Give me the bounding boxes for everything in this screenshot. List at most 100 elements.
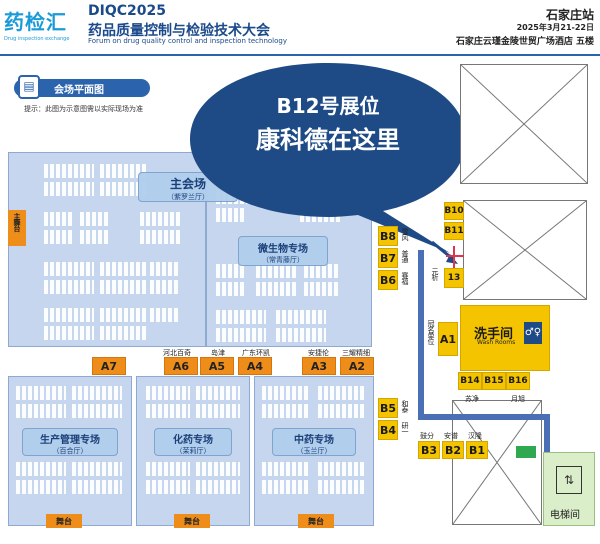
event-name-cn: 药品质量控制与检验技术大会 [88,23,270,39]
event-code: DIQC2025 [88,3,166,19]
seat-block [318,404,366,418]
seat-block [16,386,66,400]
restroom-icon: ♂♀ [524,322,542,344]
seat-block [216,264,246,278]
exhibitor-b3: 鼓分 [420,432,434,440]
exhibitor-a3: 安捷伦 [308,349,329,357]
location-marker [431,240,464,268]
hall-tcm-label: 中药专场 （玉兰厅） [272,428,356,456]
seat-block [100,164,148,178]
walkway-route [544,414,550,454]
seat-block [44,212,74,226]
header-divider [0,54,600,56]
event-date: 2025年3月21-22日 [516,23,594,32]
hall-name: 主会场 [169,177,206,191]
callout-line-2: 康科德在这里 [256,126,400,154]
hall-sub: （百合厅） [52,447,88,455]
exhibitor-b2: 安谱 [444,432,458,440]
logo-sub: Drug inspection exchange [4,36,70,42]
exhibitor-a4: 广东环凯 [242,349,270,357]
booth-b5: B5 [378,398,398,418]
seat-block [100,280,148,294]
seat-block [150,280,180,294]
exhibitor-b8: 雪风 [401,228,409,240]
seat-block [140,230,180,244]
seat-block [196,480,240,494]
seat-block [44,164,94,178]
room-cross [460,64,588,184]
seat-block [304,264,340,278]
seat-block [196,462,240,476]
booth-b10: B10 [444,202,464,220]
seat-block [318,386,366,400]
seat-block [318,480,366,494]
storage-room-mid [463,200,587,300]
hall-name: 微生物专场 [258,244,308,255]
seat-block [44,182,94,196]
booth-b16: B16 [506,372,530,390]
seat-block [196,404,240,418]
seat-block [146,404,190,418]
exhibitor-b7: 普通 [401,250,409,262]
seat-block [100,308,148,322]
seat-block [216,208,246,222]
booth-b4: B4 [378,420,398,440]
seat-block [262,404,310,418]
booth-b14: B14 [458,372,482,390]
plan-hint: 提示：此图为示意图需以实际现场为准 [24,105,143,113]
seat-block [100,326,148,340]
seat-block [150,262,180,276]
seat-block [72,386,122,400]
seat-block [44,262,94,276]
exhibitor-a2: 三耀精细 [342,349,370,357]
booth-b15: B15 [482,372,506,390]
plan-icon: ▤ [18,75,40,99]
seat-block [80,212,110,226]
seat-block [100,262,148,276]
plan-title-bar [14,79,150,97]
hall-sub: （玉兰厅） [296,447,332,455]
elevator-label: 电梯间 [550,510,580,521]
logo-main: 药检汇 [4,10,67,34]
stage-production: 舞台 [46,514,82,528]
seat-block [16,462,66,476]
washroom-label: 洗手间 [474,327,514,342]
booth-b13: 13 [444,268,464,288]
seat-block [80,230,110,244]
seat-block [216,310,266,324]
booth-b7: B7 [378,248,398,268]
exhibitor-b4: 研一 [401,422,409,434]
main-stage-label: 主舞台 [13,213,21,231]
stage-chemical: 舞台 [174,514,210,528]
hall-divider [205,152,207,347]
seat-block [318,462,366,476]
booth-b2: B2 [442,441,464,459]
seat-block [150,308,180,322]
stage-tcm: 舞台 [298,514,334,528]
hall-sub: （常青藤厅） [262,256,304,264]
seat-block [72,480,122,494]
booth-a1: A1 [438,322,458,356]
seat-block [146,462,190,476]
callout-bubble [190,63,466,253]
elevator-icon: ⇅ [556,466,582,494]
hall-sub: （紫罗兰厅） [167,193,209,201]
seat-block [44,230,74,244]
exhibitor-a1: 冠名单位 [427,320,435,344]
booth-b11: B11 [444,222,464,240]
exhibitor-b13: 元析 [431,268,439,280]
hall-name: 中药专场 [294,435,334,446]
seat-block [262,386,310,400]
elevator-room [543,452,595,526]
seat-block [276,310,326,324]
seat-block [196,386,240,400]
hall-name: 化药专场 [173,435,213,446]
seat-block [146,480,190,494]
seat-block [146,386,190,400]
seat-block [16,404,66,418]
booth-a6: A6 [164,357,198,375]
exhibitor-a5: 岛津 [211,349,225,357]
seat-block [44,280,94,294]
seat-block [262,480,310,494]
